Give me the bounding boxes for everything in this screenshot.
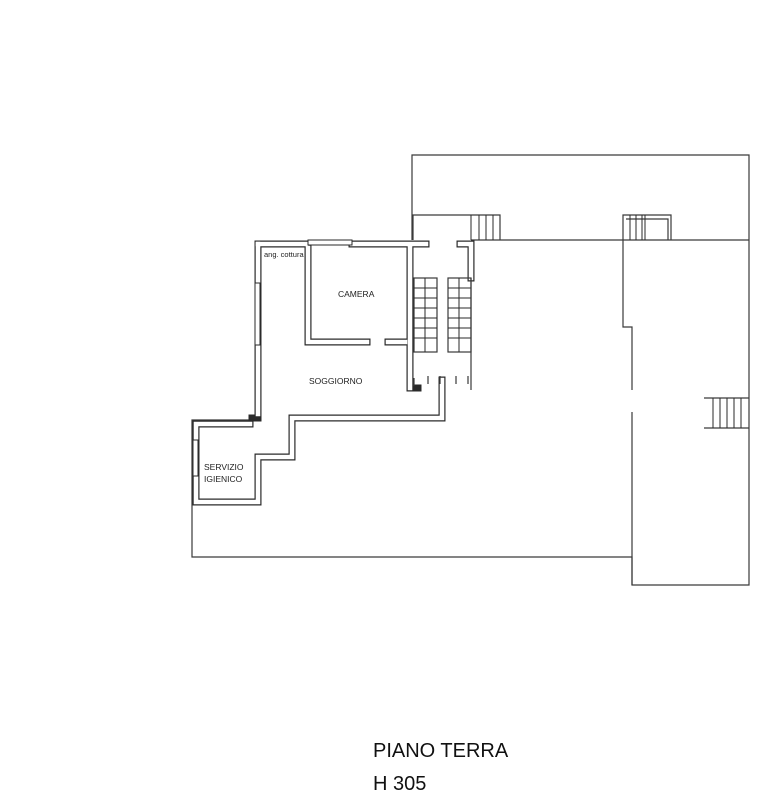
windows (192, 239, 353, 477)
east-stair (704, 397, 749, 429)
room-label-bathroom-2: IGIENICO (204, 474, 243, 484)
site-outline (191, 154, 750, 586)
north-stair-1 (412, 214, 501, 240)
room-label-kitchenette: ang. cottura (264, 250, 304, 259)
central-staircase (413, 277, 472, 390)
room-label-bedroom: CAMERA (338, 289, 375, 299)
room-label-living: SOGGIORNO (309, 376, 363, 386)
floor-height: H 305 (373, 773, 426, 795)
floor-title: PIANO TERRA (373, 740, 509, 762)
room-label-bathroom-1: SERVIZIO (204, 462, 244, 472)
north-stair-2 (622, 214, 672, 240)
